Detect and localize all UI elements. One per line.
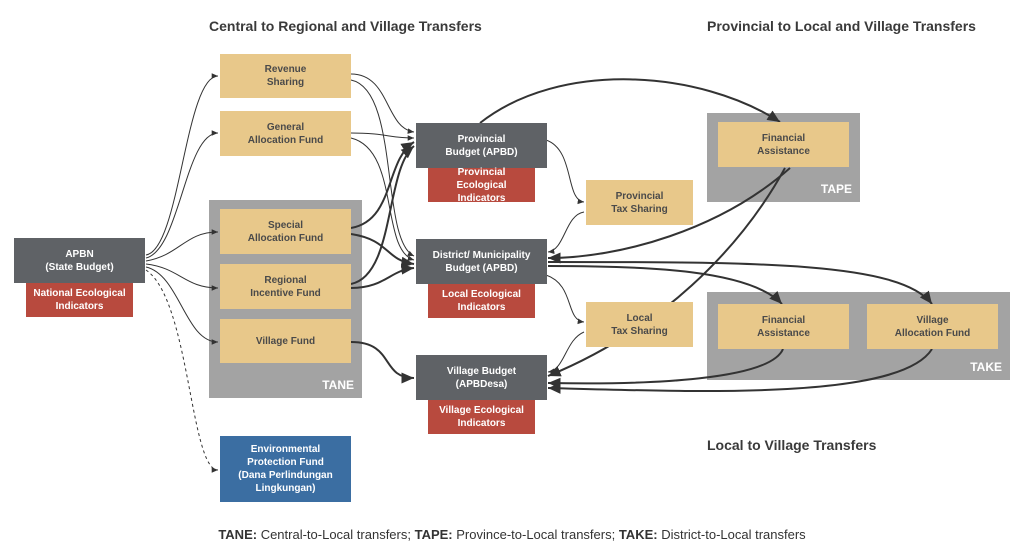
provincial-tax-node: Provincial Tax Sharing [586,180,693,225]
link-take-financial-village [547,348,784,389]
link-village-fund-village [350,341,415,384]
environmental-fund-node: Environmental Protection Fund (Dana Perl… [220,436,351,502]
national-indicators-node: National Ecological Indicators [26,283,133,317]
legend-take-text: District-to-Local transfers [657,527,806,542]
tane-label: TANE [322,378,354,392]
tape-label: TAPE [820,182,852,196]
link-provincial-prov-tax [545,139,585,205]
link-apbn-general [145,130,219,259]
link-revenue-provincial [350,73,415,134]
village-budget-node: Village Budget (APBDesa) [416,355,547,400]
heading-local-transfers: Local to Village Transfers [707,437,877,453]
general-allocation-node: General Allocation Fund [220,111,351,156]
legend-take-key: TAKE: [618,527,658,542]
link-prov-tax-district [547,211,585,255]
village-allocation-node: Village Allocation Fund [867,304,998,349]
link-apbn-village [145,266,219,345]
village-fund-node: Village Fund [220,319,351,363]
provincial-indicators-node: Provincial Ecological Indicators [428,167,535,204]
link-district-local-tax [545,274,585,325]
local-indicators-node: Local Ecological Indicators [428,284,535,318]
link-apbn-special [145,229,219,262]
link-apbn-regional [145,263,219,291]
heading-provincial-transfers: Provincial to Local and Village Transfer… [707,18,976,34]
take-financial-node: Financial Assistance [718,304,849,349]
district-budget-node: District/ Municipality Budget (APBD) [416,239,547,284]
link-regional-provincial [350,145,415,285]
legend-tape-text: Province-to-Local transfers; [452,527,619,542]
provincial-budget-node: Provincial Budget (APBD) [416,123,547,168]
legend-tane-text: Central-to-Local transfers; [257,527,415,542]
link-local-tax-village [547,331,585,375]
link-general-provincial [350,132,415,141]
special-allocation-node: Special Allocation Fund [220,209,351,254]
link-provincial-tape [479,78,781,124]
link-apbn-environment [145,269,219,473]
link-district-take-financial [547,265,783,305]
regional-incentive-node: Regional Incentive Fund [220,264,351,309]
apbn-node: APBN (State Budget) [14,238,145,283]
link-district-village-allocation [547,261,933,305]
link-general-district [350,137,415,261]
link-special-district [350,233,415,268]
link-tape-district [547,167,791,264]
revenue-sharing-node: Revenue Sharing [220,54,351,98]
village-indicators-node: Village Ecological Indicators [428,400,535,434]
link-special-provincial [350,141,415,229]
take-label: TAKE [970,360,1002,374]
link-apbn-revenue [145,73,219,256]
legend-footer: TANE: Central-to-Local transfers; TAPE: … [0,527,1024,542]
link-regional-district [350,263,415,289]
local-tax-node: Local Tax Sharing [586,302,693,347]
link-tape-village [547,167,786,377]
heading-central-transfers: Central to Regional and Village Transfer… [209,18,482,34]
link-revenue-district [350,79,415,257]
legend-tape-key: TAPE: [414,527,453,542]
tape-financial-node: Financial Assistance [718,122,849,167]
link-village-allocation-village [547,348,933,394]
legend-tane-key: TANE: [218,527,258,542]
